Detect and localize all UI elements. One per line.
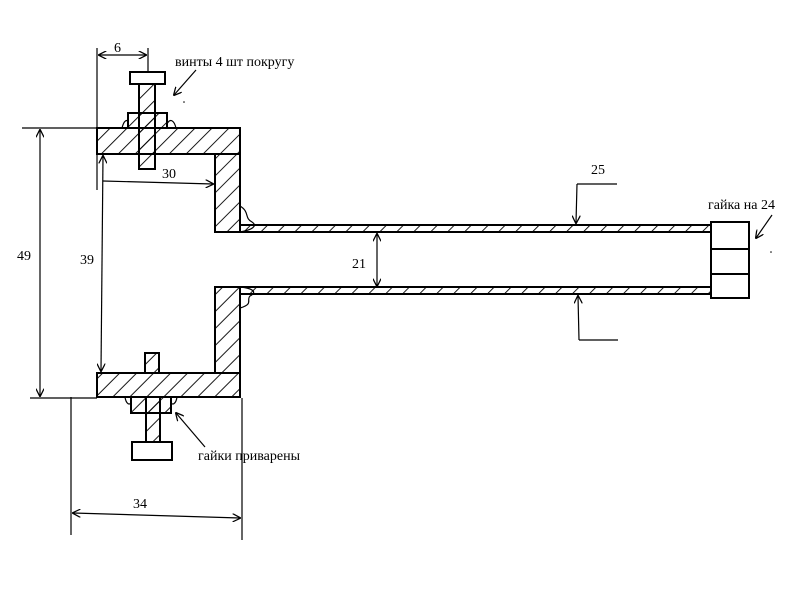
- callout-nuts-welded-text: гайки приварены: [198, 449, 301, 464]
- bottom-screw: [124, 352, 178, 461]
- callout-nut-size-text: гайка на 24: [708, 198, 775, 213]
- dim-flange-width-label: 34: [133, 497, 147, 512]
- callout-nut-size: гайка на 24: [708, 198, 775, 253]
- bottom-screw-stub: [144, 352, 160, 374]
- weld-bottom-screw-left: [124, 396, 132, 405]
- top-screw-head: [129, 71, 166, 85]
- weld-bottom: [239, 286, 255, 309]
- end-nut-middle: [710, 248, 750, 275]
- dim-tube-inner: 21: [352, 234, 377, 286]
- right-wall-lower: [214, 286, 241, 374]
- end-nut-bottom: [710, 273, 750, 299]
- bottom-flange: [96, 372, 241, 398]
- dim-outer-height: 49: [17, 127, 97, 399]
- callout-screws: винты 4 шт покругу: [174, 55, 294, 103]
- dim-inner-height: 39: [80, 156, 103, 371]
- right-wall-upper: [214, 153, 241, 233]
- tube: [239, 205, 712, 309]
- end-nut: [710, 221, 750, 299]
- dim-flange-width: 34: [70, 397, 243, 540]
- end-nut-top: [710, 221, 750, 250]
- bottom-screw-shank: [145, 396, 161, 443]
- dim-screw-offset-label: 6: [114, 41, 121, 56]
- callout-screws-text: винты 4 шт покругу: [175, 55, 294, 70]
- tube-wall-bottom: [239, 286, 712, 295]
- weld-bottom-screw-right: [170, 396, 178, 405]
- tube-wall-top: [239, 224, 712, 233]
- cup-body: [96, 127, 241, 398]
- dim-inner-height-label: 39: [80, 253, 94, 268]
- dim-inner-depth-label: 30: [162, 167, 176, 182]
- weld-top-screw-right: [166, 119, 177, 129]
- top-flange: [96, 127, 241, 155]
- dim-tube-inner-label: 21: [352, 257, 366, 272]
- bottom-screw-head: [131, 441, 173, 461]
- dim-outer-height-label: 49: [17, 249, 31, 264]
- callout-nuts-welded: гайки приварены: [176, 413, 301, 464]
- weld-top-screw-left: [121, 119, 129, 129]
- dim-tube-outer-label: 25: [591, 163, 605, 178]
- dim-tube-outer: 25: [576, 163, 618, 341]
- weld-top: [239, 205, 255, 233]
- top-screw-shank: [138, 83, 156, 170]
- dim-screw-offset: 6: [96, 41, 149, 128]
